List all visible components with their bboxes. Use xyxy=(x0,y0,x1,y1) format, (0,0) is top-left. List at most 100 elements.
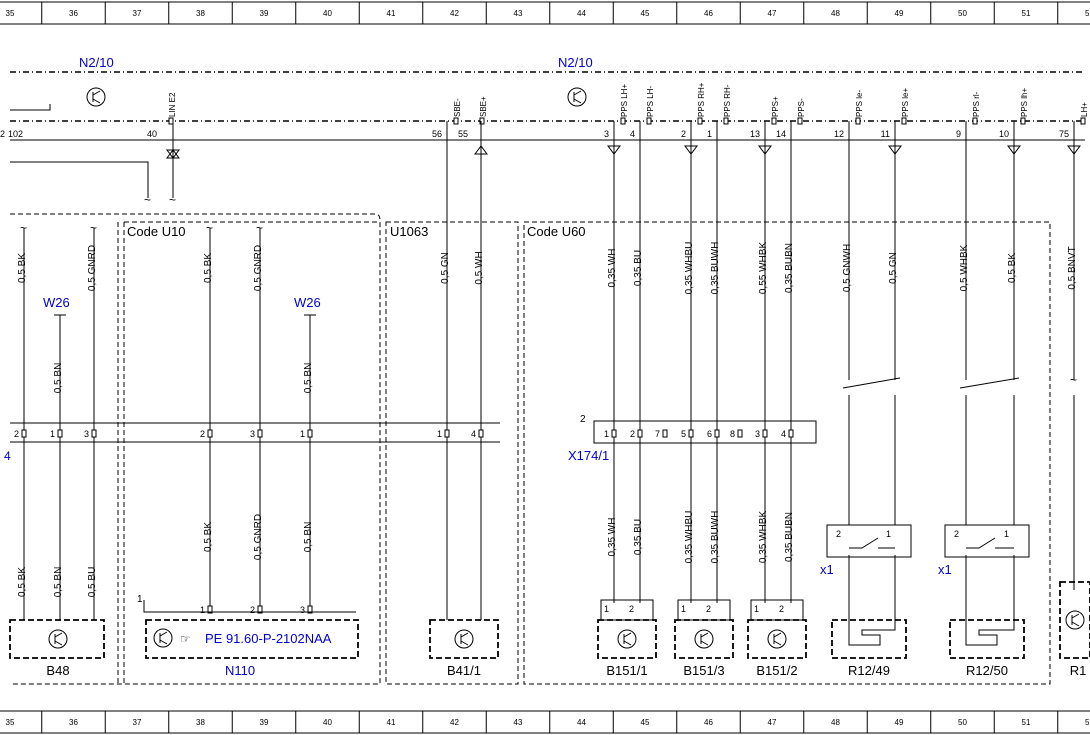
module-pin-number: 55 xyxy=(458,129,468,139)
module-label-left[interactable]: N2/10 xyxy=(79,55,114,70)
wire-break-marks: ~~ ~~ ~~ ~ xyxy=(20,193,1077,387)
wire-label: 0,5 GN xyxy=(888,252,899,284)
wire-label: 0,55 WHBK xyxy=(758,242,769,295)
group-label-u1063: U1063 xyxy=(390,224,428,239)
svg-text:~: ~ xyxy=(1070,373,1077,387)
ref-x1-right[interactable]: x1 xyxy=(938,562,952,577)
ruler-number: 37 xyxy=(133,718,142,727)
group-label-u60: Code U60 xyxy=(527,224,586,239)
n110-bracket xyxy=(143,600,356,613)
transistor-icon xyxy=(694,629,714,649)
module-pin-label: PPS le- xyxy=(855,90,864,117)
wire-label: 0,5 BU xyxy=(87,567,98,598)
ref-pe-link[interactable]: PE 91.60-P-2102NAA xyxy=(205,631,332,646)
module-label-right[interactable]: N2/10 xyxy=(558,55,593,70)
ruler-number: 46 xyxy=(704,9,713,18)
connector-pin: 3 xyxy=(755,429,760,439)
connector-pin: 3 xyxy=(84,429,89,439)
module-pin-number: 62 xyxy=(0,129,5,139)
component-label-b41: B41/1 xyxy=(447,663,481,678)
ruler-number: 51 xyxy=(1022,9,1031,18)
svg-text:1: 1 xyxy=(1004,529,1009,539)
ruler-number: 52 xyxy=(1085,718,1090,727)
module-pin-number: 40 xyxy=(147,129,157,139)
connector-pin: 1 xyxy=(300,429,305,439)
transistor-icon xyxy=(767,629,787,649)
wire-label: 0,5 BK xyxy=(17,253,28,283)
n110-pin: 1 xyxy=(200,605,205,615)
wire-label: 0,5 BN xyxy=(53,567,64,598)
component-label-b151-3: B151/3 xyxy=(683,663,724,678)
wire-label: 0,5 WH xyxy=(474,251,485,284)
connector-pin: 4 xyxy=(471,429,476,439)
ruler-number: 35 xyxy=(6,9,15,18)
svg-text:1: 1 xyxy=(604,604,609,614)
component-label-r1: R1 xyxy=(1070,663,1087,678)
transistor-icon xyxy=(86,87,106,107)
component-label-r12-49: R12/49 xyxy=(848,663,890,678)
ruler-number: 40 xyxy=(323,9,332,18)
switch-symbols xyxy=(826,524,1030,558)
connector-symbols xyxy=(166,145,1081,159)
n110-pin: 2 xyxy=(250,605,255,615)
svg-text:2: 2 xyxy=(706,604,711,614)
svg-text:~: ~ xyxy=(144,193,151,207)
wire-label: 0,5 GNRD xyxy=(253,514,264,560)
module-pin-label: PPS le+ xyxy=(901,88,910,117)
hand-pointer-icon: ☞ xyxy=(180,632,191,646)
svg-text:~: ~ xyxy=(256,221,263,235)
wire-label: 0,35 BUWH xyxy=(710,242,721,295)
ref-x174[interactable]: X174/1 xyxy=(568,448,609,463)
ruler-number: 41 xyxy=(387,718,396,727)
ruler-number: 45 xyxy=(641,9,650,18)
wire-label: 0,5 GNWH xyxy=(842,244,853,292)
ruler-number: 43 xyxy=(514,9,523,18)
module-pin-label: LH+ xyxy=(1080,102,1089,117)
wire-label: 0,35 BU xyxy=(633,250,644,286)
module-pin-number: 9 xyxy=(956,129,961,139)
module-pin-label: PPS LH- xyxy=(646,86,655,117)
module-pin-number: 4 xyxy=(630,129,635,139)
ruler-number: 49 xyxy=(895,9,904,18)
module-pin-label: SBE- xyxy=(453,98,462,117)
ruler-number: 38 xyxy=(196,9,205,18)
wire-label: 0,35 WHBU xyxy=(684,242,695,295)
module-pin-number: 75 xyxy=(1059,129,1069,139)
ref-x1-left[interactable]: x1 xyxy=(820,562,834,577)
ruler-number: 44 xyxy=(577,9,586,18)
component-label-n110[interactable]: N110 xyxy=(225,663,255,678)
svg-text:~: ~ xyxy=(20,221,27,235)
group-label-u10: Code U10 xyxy=(127,224,186,239)
svg-text:2: 2 xyxy=(629,604,634,614)
connector-x174 xyxy=(593,420,817,444)
wire-label: 0,35 WH xyxy=(607,518,618,557)
ref-w26-left[interactable]: W26 xyxy=(43,295,70,310)
wire-label: 0,35 BUBN xyxy=(784,512,795,562)
ruler-number: 44 xyxy=(577,718,586,727)
ruler-number: 41 xyxy=(387,9,396,18)
transistor-icon xyxy=(1065,610,1085,630)
bottom-ruler: 353637383940414243444546474849505152 xyxy=(0,710,1090,734)
ruler-number: 48 xyxy=(831,718,840,727)
ruler-number: 36 xyxy=(69,718,78,727)
wire-label: 0,35 WHBU xyxy=(684,511,695,564)
ruler-number: 48 xyxy=(831,9,840,18)
module-pin-label: PPS LH+ xyxy=(620,84,629,117)
wire-label: 0,5 BNVT xyxy=(1067,246,1078,289)
wire-label: 0,5 BN xyxy=(303,522,314,553)
module-pin-number: 14 xyxy=(776,129,786,139)
transistor-icon xyxy=(617,629,637,649)
connector-pin: 1 xyxy=(50,429,55,439)
component-label-b151-2: B151/2 xyxy=(756,663,797,678)
group-boxes xyxy=(10,213,1051,685)
module-pin-number: 56 xyxy=(432,129,442,139)
wire-label: 0,5 GNRD xyxy=(87,245,98,291)
connector-pin: 1 xyxy=(604,429,609,439)
ref-w26-right[interactable]: W26 xyxy=(294,295,321,310)
ruler-number: 40 xyxy=(323,718,332,727)
wire-label: 0,35 BU xyxy=(633,519,644,555)
